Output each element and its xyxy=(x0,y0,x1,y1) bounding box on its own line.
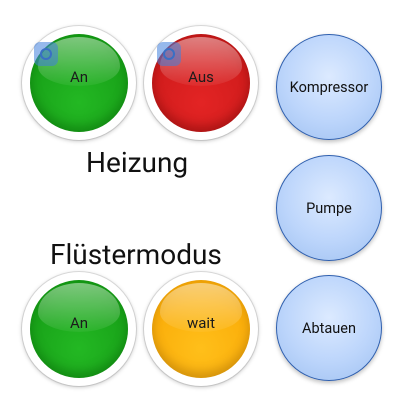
abtauen-button[interactable]: Abtauen xyxy=(276,275,382,381)
fluestermodus-on-face: An xyxy=(30,280,128,378)
fluestermodus-wait-face: wait xyxy=(152,280,250,378)
heizung-title: Heizung xyxy=(86,146,189,179)
fluestermodus-on-label: An xyxy=(69,314,89,332)
fluestermodus-on-button[interactable]: An xyxy=(22,272,136,386)
touch-marker-icon xyxy=(157,42,181,66)
pumpe-label: Pumpe xyxy=(306,199,352,217)
touch-marker-glyph xyxy=(163,48,175,60)
heizung-on-label: An xyxy=(69,68,89,86)
fluestermodus-wait-button[interactable]: wait xyxy=(144,272,258,386)
kompressor-button[interactable]: Kompressor xyxy=(276,34,382,140)
fluestermodus-title: Flüstermodus xyxy=(50,238,222,271)
pumpe-button[interactable]: Pumpe xyxy=(276,155,382,261)
heizung-off-label: Aus xyxy=(188,68,214,86)
kompressor-label: Kompressor xyxy=(289,78,369,96)
fluestermodus-wait-label: wait xyxy=(187,314,215,332)
abtauen-label: Abtauen xyxy=(302,319,356,337)
touch-marker-icon xyxy=(34,42,58,66)
touch-marker-glyph xyxy=(40,48,52,60)
